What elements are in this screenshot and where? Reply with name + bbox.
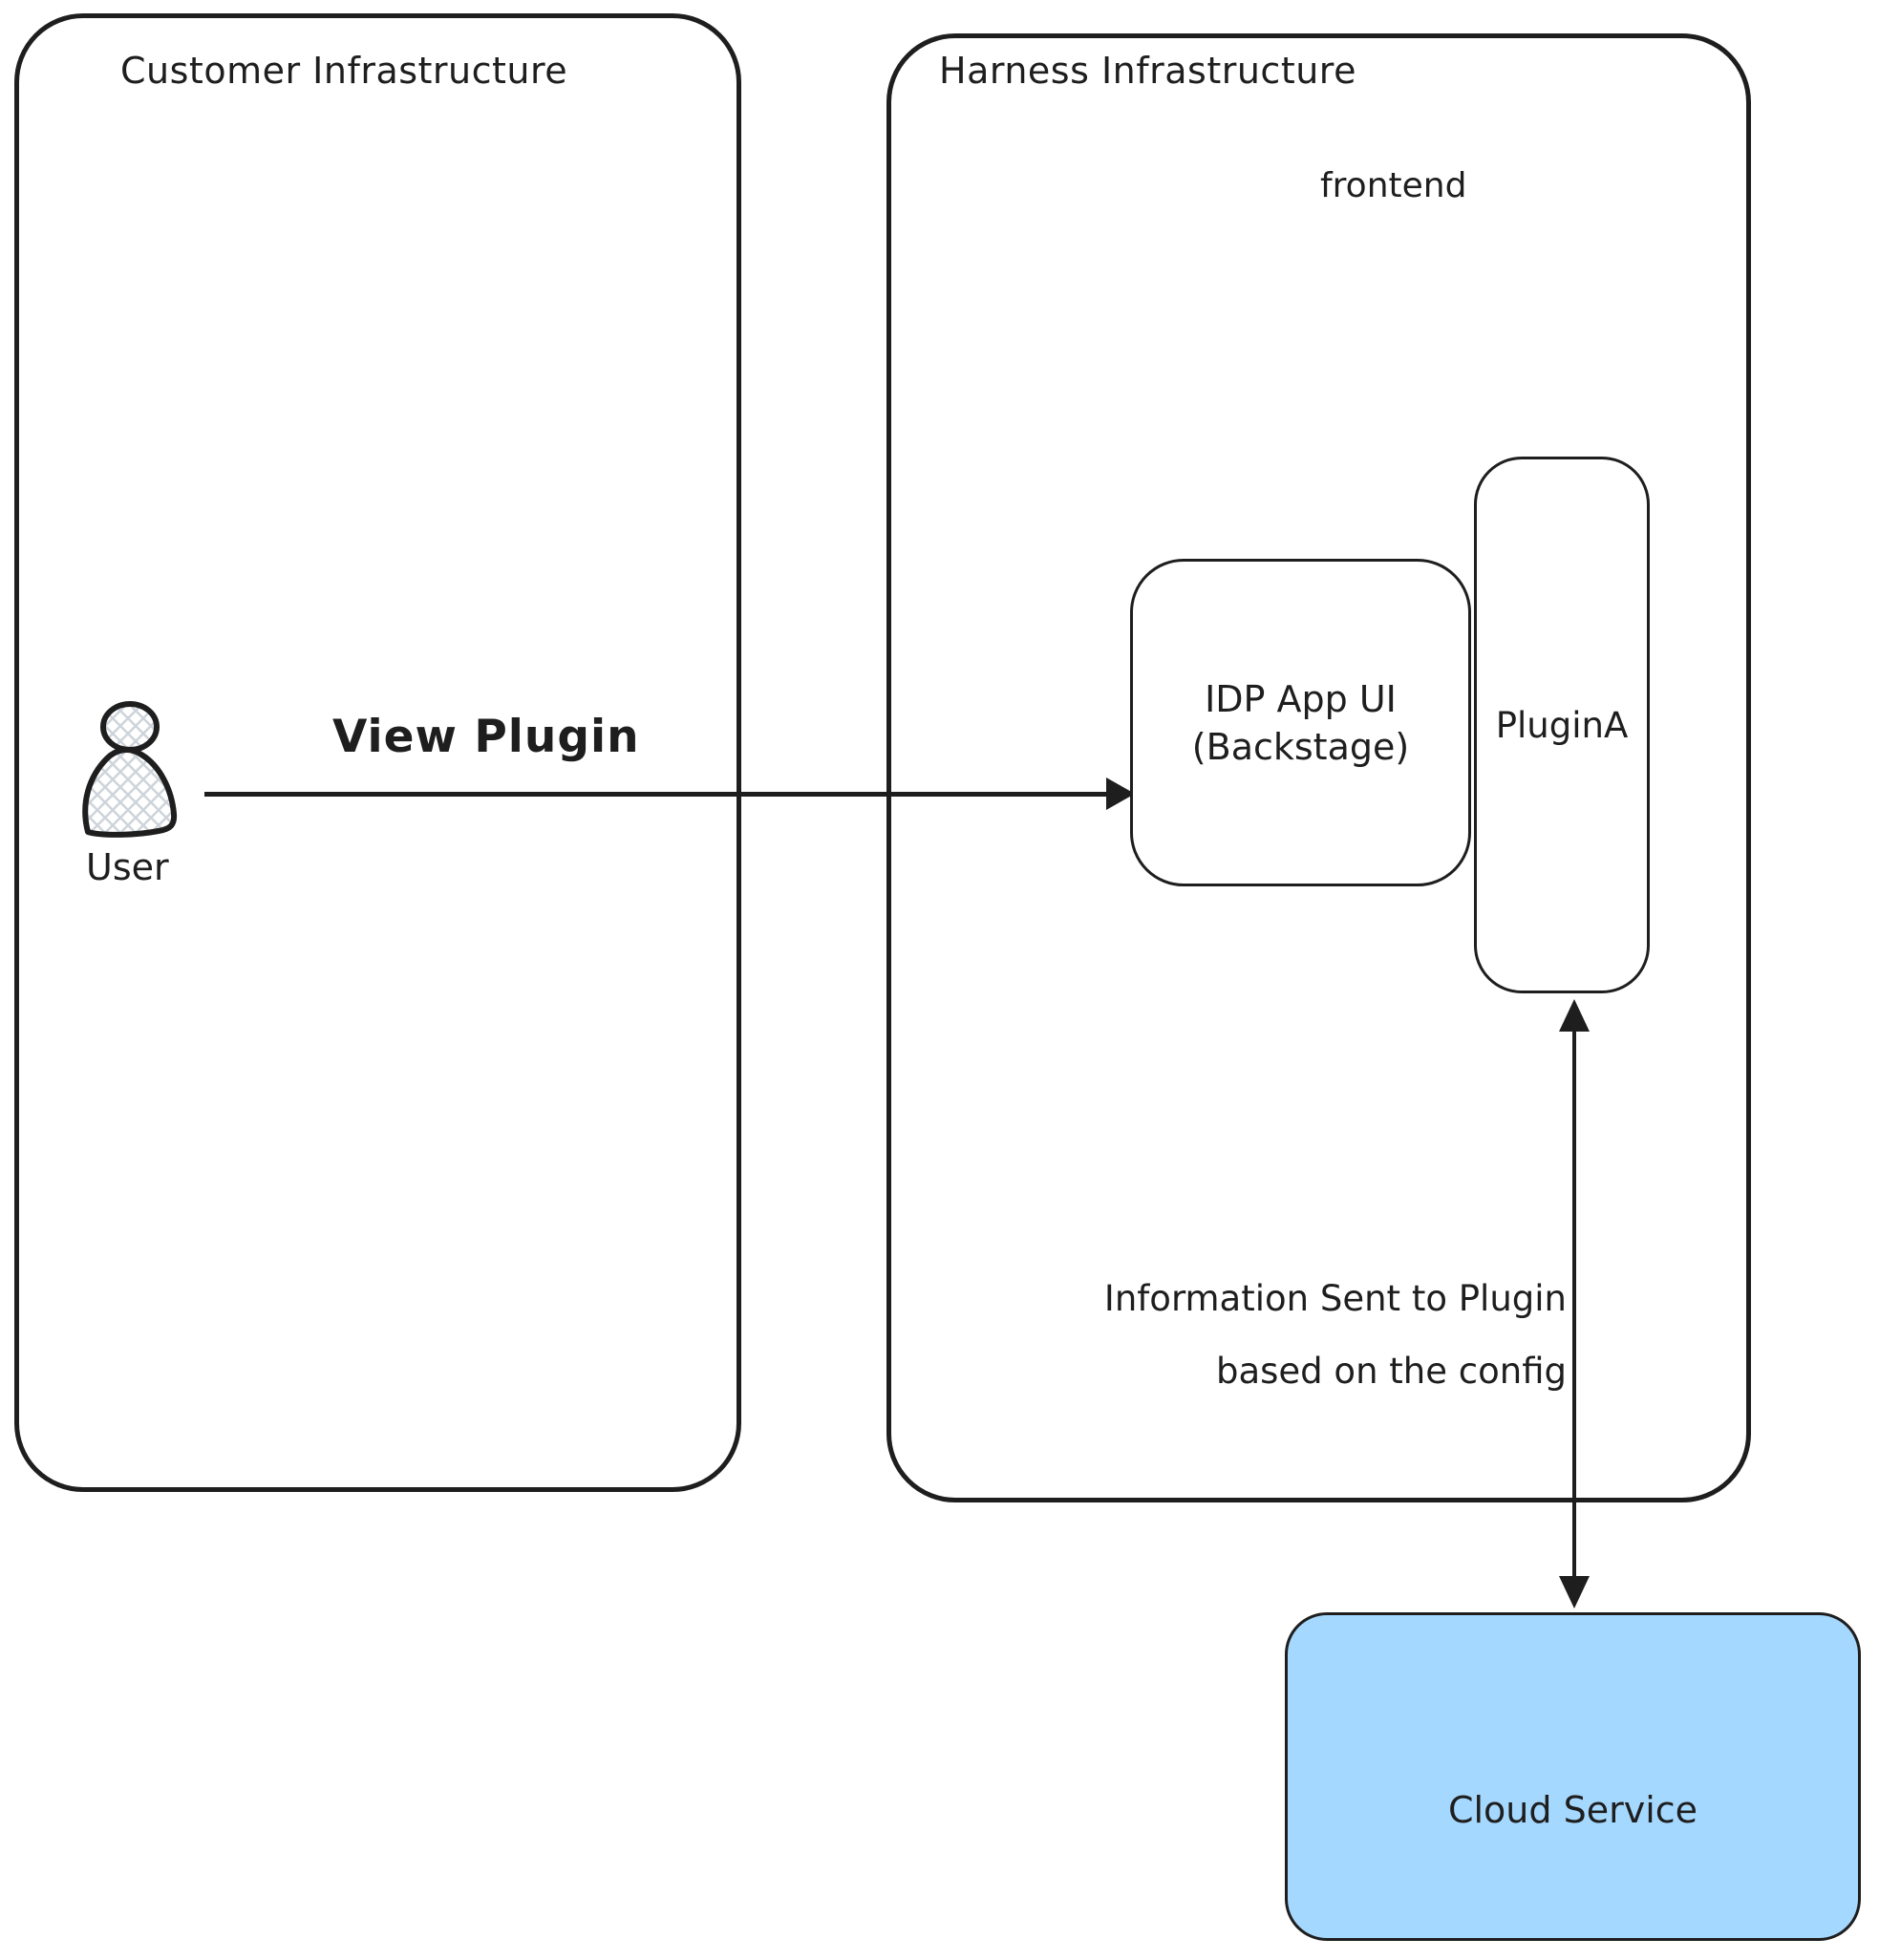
info-arrowhead-down-icon bbox=[1559, 1576, 1590, 1608]
idp-app-ui-label-line1: IDP App UI bbox=[1205, 677, 1397, 720]
idp-app-ui-box: IDP App UI (Backstage) bbox=[1130, 559, 1471, 886]
user-label: User bbox=[86, 846, 169, 888]
harness-infrastructure-box bbox=[886, 33, 1751, 1502]
info-arrow-label-line1: Information Sent to Plugin bbox=[1103, 1278, 1567, 1319]
customer-infrastructure-box bbox=[14, 13, 741, 1492]
idp-app-ui-label-line2: (Backstage) bbox=[1191, 725, 1410, 768]
view-plugin-arrow-line bbox=[204, 792, 1108, 797]
user-icon bbox=[82, 701, 178, 838]
view-plugin-arrow-label: View Plugin bbox=[332, 711, 640, 763]
cloud-service-box: Cloud Service bbox=[1285, 1612, 1861, 1941]
frontend-label: frontend bbox=[1320, 166, 1467, 205]
info-arrowhead-up-icon bbox=[1559, 999, 1590, 1032]
info-arrow-line bbox=[1572, 1030, 1576, 1582]
cloud-service-label: Cloud Service bbox=[1447, 1789, 1698, 1831]
info-arrow-label-line2: based on the config bbox=[1215, 1351, 1567, 1392]
plugin-a-box: PluginA bbox=[1474, 457, 1650, 993]
info-arrow-label: Information Sent to Plugin based on the … bbox=[1051, 1263, 1567, 1408]
plugin-a-label: PluginA bbox=[1495, 704, 1629, 746]
customer-infrastructure-title: Customer Infrastructure bbox=[120, 50, 568, 92]
harness-infrastructure-title: Harness Infrastructure bbox=[939, 50, 1356, 92]
